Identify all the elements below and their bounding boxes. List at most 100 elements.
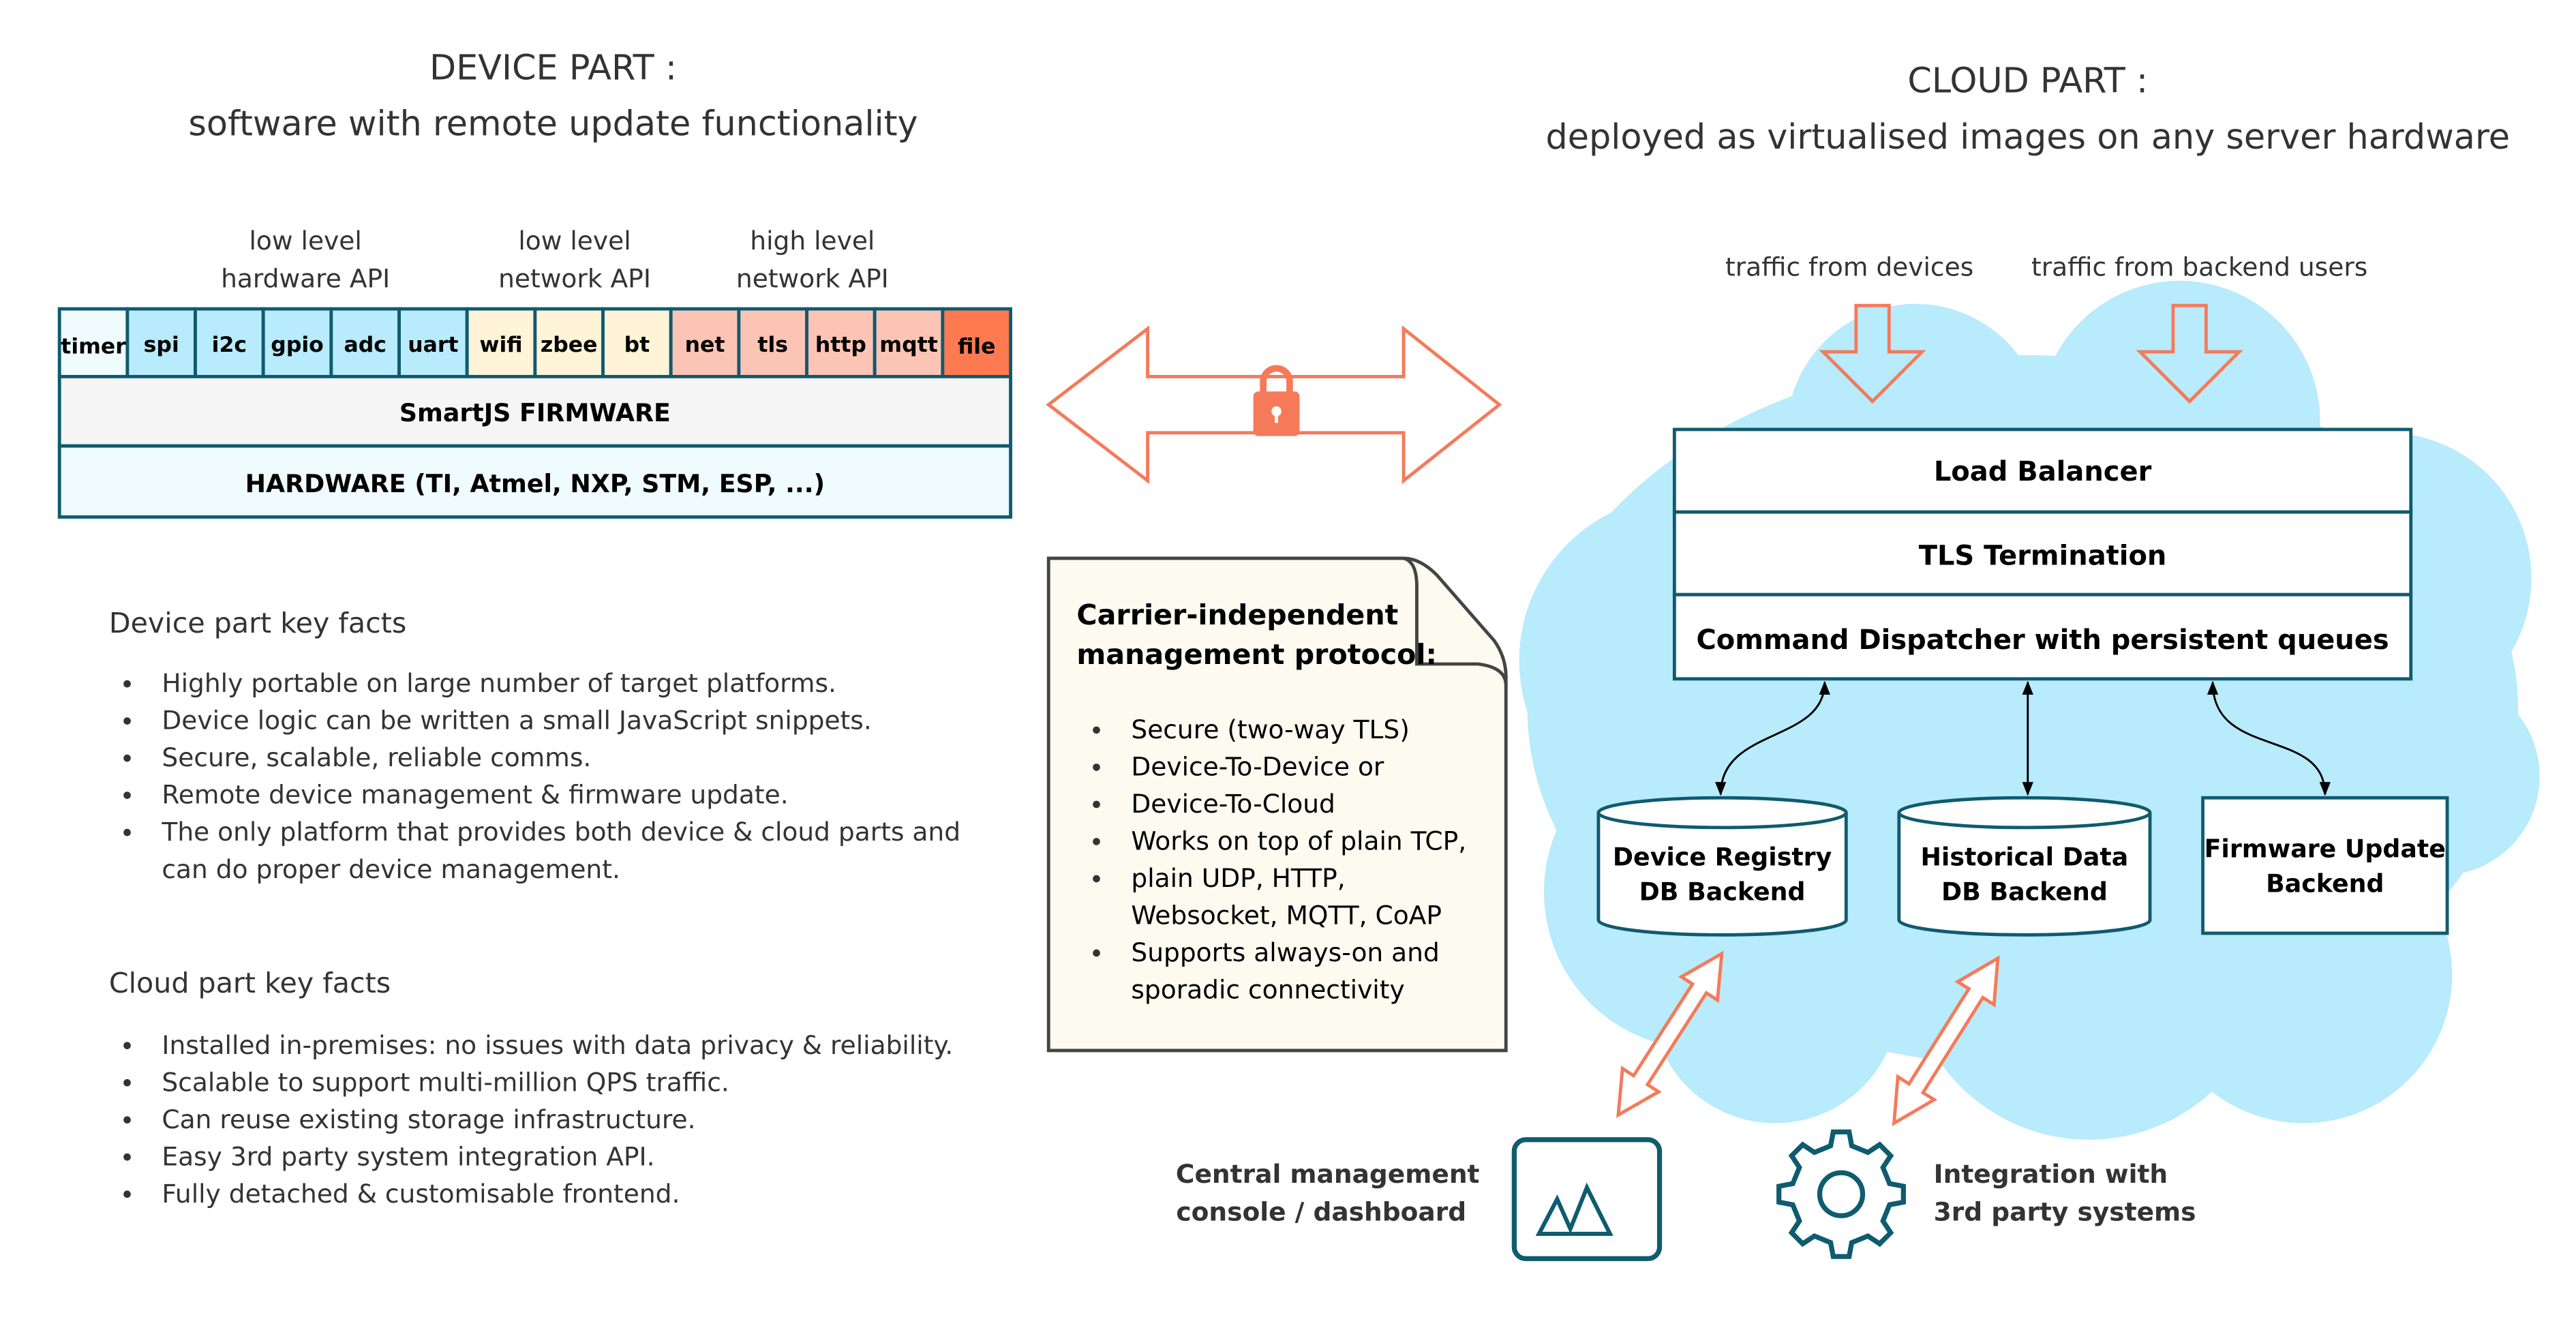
connectors [1715,680,2331,796]
list-item: Highly portable on large number of targe… [162,668,836,698]
historical-data-db: Historical Data DB Backend [1897,796,2152,937]
bullet [123,828,131,836]
backend-label: Firmware Update [2204,834,2446,863]
list-item: Secure, scalable, reliable comms. [162,742,591,772]
device-registry-db: Device Registry DB Backend [1596,796,1848,937]
cloud-facts-list: Installed in-premises: no issues with da… [123,1030,953,1209]
list-item: Fully detached & customisable frontend. [162,1179,680,1209]
lock-icon [1253,365,1300,436]
list-item: Websocket, MQTT, CoAP [1131,901,1442,931]
device-title: DEVICE PART : [429,47,677,87]
traffic-devices-label: traffic from devices [1725,252,1973,282]
bullet [1093,875,1100,883]
list-item: Device-To-Cloud [1131,789,1335,819]
list-item: The only platform that provides both dev… [161,817,960,847]
console-label: console / dashboard [1176,1197,1466,1227]
bullet [123,717,131,725]
device-facts-list: Highly portable on large number of targe… [123,668,960,884]
protocol-list: Secure (two-way TLS) Device-To-Device or D… [1093,714,1466,1005]
api-cell-label: spi [144,333,179,357]
list-item: Secure (two-way TLS) [1131,714,1409,744]
bullet [123,1078,131,1087]
traffic-devices-arrow [1819,303,1926,404]
list-item: Remote device management & firmware upda… [162,780,788,810]
bullet [1093,800,1100,809]
api-cell-label: adc [344,333,386,357]
bullet [123,1153,131,1161]
api-cell-label: bt [624,333,650,357]
list-item: Device-To-Device or [1131,752,1384,782]
cloud-subtitle: deployed as virtualised images on any se… [1545,117,2510,157]
cloud-stack: Load Balancer TLS Termination Command Di… [1672,427,2413,681]
cloud-facts-heading: Cloud part key facts [109,967,391,999]
api-cell-label: net [685,333,725,357]
api-cell-label: mqtt [879,333,937,357]
db-label: DB Backend [1941,877,2108,906]
list-item: Supports always-on and [1131,937,1439,967]
note-fold [1403,556,1508,686]
cloud-title: CLOUD PART : [1907,61,2148,101]
dashboard-image-icon[interactable] [1511,1137,1663,1261]
api-cell [533,307,605,378]
api-cell-label: http [815,333,866,357]
command-dispatcher: Command Dispatcher with persistent queue… [1696,624,2389,656]
api-cell-label: wifi [479,333,522,357]
bullet [1093,764,1100,771]
list-item: Scalable to support multi-million QPS tr… [162,1067,729,1097]
bullet [123,1116,131,1124]
list-item: plain UDP, HTTP, [1131,863,1345,893]
device-facts-heading: Device part key facts [109,607,406,639]
group-label: high level [750,226,875,256]
api-cell-label: timer [61,334,126,359]
hardware-layer [57,444,1012,519]
console-link-arrow [1616,950,1724,1118]
integration-label: Integration with [1934,1159,2168,1189]
list-item: sporadic connectivity [1131,975,1404,1005]
list-item: Device logic can be written a small Java… [162,706,871,736]
firmware-update-backend: Firmware Update Backend [2201,796,2449,935]
group-label: hardware API [221,264,390,294]
traffic-users-arrow [2136,303,2243,404]
list-item: can do proper device management. [162,854,620,884]
bullet [123,1190,131,1198]
firmware-label: SmartJS FIRMWARE [399,398,671,427]
group-label: network API [498,264,651,294]
hardware-label: HARDWARE (TI, Atmel, NXP, STM, ESP, ...) [245,469,825,498]
cloud-shape [1519,280,2540,1140]
group-label: low level [249,226,361,256]
db-label: Device Registry [1613,843,1832,872]
list-item: Installed in-premises: no issues with da… [162,1030,953,1060]
api-group-labels: low level hardware API low level network… [221,226,889,294]
api-cell-label: file [958,334,995,359]
bullet [123,754,131,762]
api-cell-label: zbee [541,333,598,357]
bullet [1093,726,1100,734]
api-cell [669,307,741,378]
backend-label: Backend [2266,869,2384,898]
traffic-users-label: traffic from backend users [2031,252,2367,282]
gear-icon[interactable] [1776,1129,1906,1259]
db-label: Historical Data [1920,843,2128,872]
protocol-note [1046,556,1508,1053]
integration-label: 3rd party systems [1934,1197,2196,1227]
list-item: Can reuse existing storage infrastructur… [162,1104,695,1134]
load-balancer: Load Balancer [1934,456,2152,487]
group-label: low level [518,226,631,256]
api-cell-label: i2c [212,333,247,357]
tls-termination: TLS Termination [1919,541,2167,572]
bullet [1093,949,1100,957]
group-label: network API [736,264,889,294]
protocol-heading: Carrier-independent [1076,599,1398,631]
list-item: Works on top of plain TCP, [1131,826,1466,856]
gear-hole [1817,1170,1866,1218]
bullet [123,680,131,688]
integration-link-arrow [1892,955,2000,1127]
bullet [123,791,131,799]
bullet [1093,838,1100,845]
api-cell-label: uart [408,333,458,357]
console-label: Central management [1176,1159,1480,1189]
list-item: Easy 3rd party system integration API. [162,1141,654,1171]
db-label: DB Backend [1639,877,1806,906]
